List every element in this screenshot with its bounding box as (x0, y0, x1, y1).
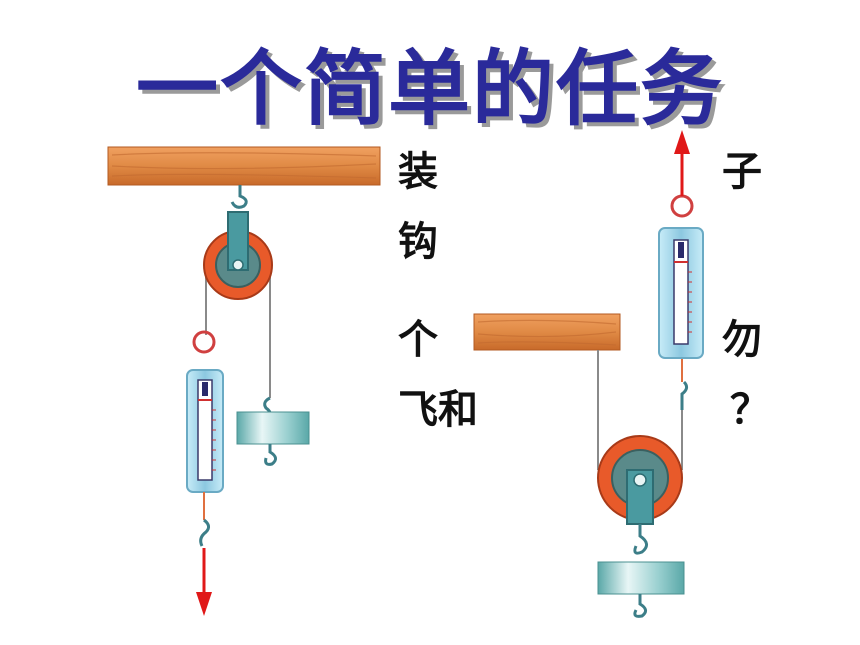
arrow-head-up (674, 130, 690, 154)
page-title: 一个简单的任务 (135, 42, 724, 137)
movable-pulley-setup (473, 130, 704, 618)
scale-ring-right (670, 194, 694, 218)
text-fragment-line2-left: 钩 (398, 219, 438, 265)
weight-left (236, 411, 310, 445)
text-fragment-line1-left: 装 (398, 149, 438, 195)
scale-ring (192, 330, 216, 354)
text-fragment-line3-right: 勿 (722, 317, 762, 363)
fixed-pulley-setup (107, 146, 381, 616)
text-fragment-line1-right: 子 (722, 149, 762, 195)
text-fragment-line4-right: ？ (730, 387, 770, 433)
weight-right (597, 561, 685, 595)
text-fragment-line4-left: 飞和 (398, 387, 478, 433)
arrow-head-down (196, 592, 212, 616)
text-fragment-line3-left: 个 (398, 317, 438, 363)
beam-hook (230, 185, 248, 209)
